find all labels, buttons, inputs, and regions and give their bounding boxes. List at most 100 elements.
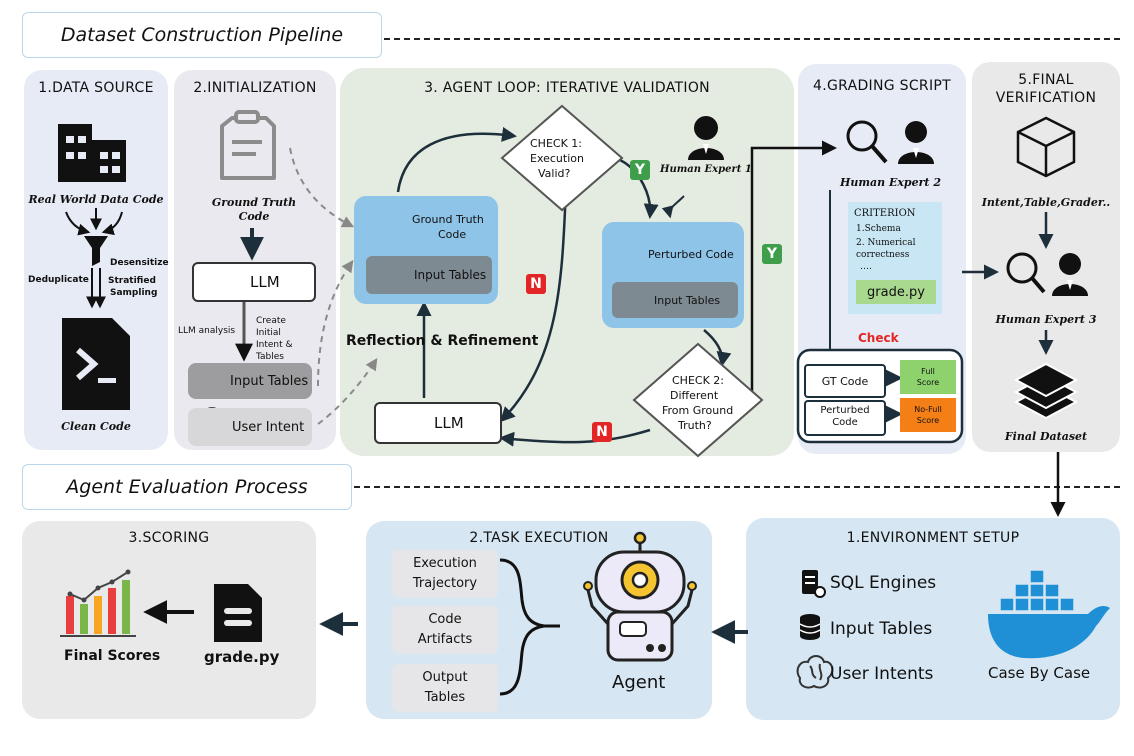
check2-yes-badge: Y [762, 244, 782, 264]
init-llm-box: LLM [192, 262, 316, 302]
building-icon [58, 124, 126, 182]
human-expert-3-icon [1052, 253, 1088, 296]
check2-label-1: CHECK 2: [672, 374, 724, 387]
nofull-score-box: No-Full Score [900, 398, 956, 432]
check1-label-1: CHECK 1: [530, 137, 582, 150]
criterion-numerical-2: correctness [856, 250, 910, 260]
perturbed-input-tables-label: Input Tables [654, 293, 721, 307]
sql-engines-label: SQL Engines [830, 573, 937, 593]
grade-file-icon [214, 584, 262, 642]
final-scores-label: Final Scores [64, 648, 161, 664]
stratified-label-1: Stratified [108, 276, 156, 286]
section-title-construction-text: Dataset Construction Pipeline [60, 24, 344, 46]
section-title-evaluation: Agent Evaluation Process [22, 464, 352, 510]
layers-icon [1013, 362, 1079, 420]
full-score-box: Full Score [900, 360, 956, 394]
loop-gt-code-label-1: Ground Truth [412, 213, 484, 226]
human-expert-2-label: Human Expert 2 [840, 176, 941, 189]
sql-engine-icon [802, 570, 826, 598]
reflection-label: Reflection & Refinement [346, 333, 539, 349]
check-label: Check [858, 331, 899, 345]
human-expert-1-icon [688, 116, 724, 160]
check2-label-3: From Ground [662, 404, 734, 417]
clean-code-label: Clean Code [61, 420, 131, 433]
code-file-icon [62, 318, 130, 410]
full-score-label-2: Score [916, 378, 940, 387]
llm-analysis-label: LLM analysis [178, 326, 236, 336]
docker-icon [988, 569, 1110, 659]
init-input-tables-box: Input Tables [188, 363, 312, 399]
cube-icon [1016, 116, 1076, 178]
perturbed-label-2: Code [832, 417, 858, 428]
output-tables-label-1: Output [422, 670, 468, 685]
real-world-data-code-label: Real World Data Code [28, 193, 164, 206]
loop-llm-label: LLM [434, 414, 464, 432]
loop-llm-box: LLM [374, 402, 502, 444]
create-label-1: Create [256, 316, 286, 326]
check1-no-badge: N [526, 274, 546, 294]
init-gt-code-label-1: Ground Truth [211, 196, 297, 209]
initialization-title: 2.INITIALIZATION [193, 80, 317, 96]
scoring-grade-label: grade.py [204, 648, 280, 666]
grading-title: 4.GRADING SCRIPT [813, 78, 951, 94]
traj-label-2: Trajectory [412, 576, 478, 591]
nofull-score-label-1: No-Full [914, 405, 942, 414]
case-by-case-label: Case By Case [988, 664, 1091, 682]
construction-divider [384, 38, 1120, 40]
gt-code-box: GT Code [804, 364, 886, 398]
magnifier-icon [1006, 252, 1046, 294]
final-verification-title-1: 5.FINAL [1018, 72, 1074, 88]
clipboard-icon [220, 110, 276, 180]
grade-file-chip-label: grade.py [867, 284, 925, 300]
criterion-title: CRITERION [854, 208, 916, 219]
check2-diamond [632, 342, 764, 458]
bar-chart-icon [60, 569, 136, 637]
human-expert-3-label: Human Expert 3 [995, 313, 1097, 326]
intent-table-grader-label: Intent,Table,Grader.. [981, 196, 1111, 209]
desensitize-label: Desensitize [110, 258, 169, 268]
code-artifacts-label-2: Artifacts [417, 632, 473, 647]
init-llm-label: LLM [250, 273, 280, 291]
nofull-score-label-2: Score [916, 416, 940, 425]
create-label-4: Tables [256, 352, 284, 362]
final-dataset-label: Final Dataset [1004, 430, 1088, 443]
gt-code-label: GT Code [821, 374, 869, 388]
check1-label-3: Valid? [538, 167, 571, 180]
init-gt-code-label-2: Code [238, 210, 270, 223]
check2-label-2: Different [670, 389, 719, 402]
criterion-dots: …. [860, 262, 872, 272]
execution-trajectory-box: Execution Trajectory [392, 550, 498, 598]
task-execution-title: 2.TASK EXECUTION [469, 530, 609, 546]
init-user-intent-label: User Intent [232, 419, 305, 435]
check2-no-badge: N [592, 422, 612, 442]
environment-title: 1.ENVIRONMENT SETUP [846, 530, 1020, 546]
loop-gt-code-label-2: Code [438, 228, 467, 241]
loop-input-tables-box: Input Tables [366, 256, 492, 294]
code-artifacts-label-1: Code [428, 612, 462, 627]
loop-input-tables-label: Input Tables [414, 268, 487, 282]
check2-label-4: Truth? [678, 419, 712, 432]
database-icon [799, 614, 821, 640]
user-intents-label: User Intents [830, 664, 934, 684]
perturbed-code-label: Perturbed Code [648, 248, 734, 261]
output-tables-box: Output Tables [392, 664, 498, 712]
final-verification-title-2: VERIFICATION [995, 90, 1097, 106]
magnifier-icon [846, 120, 888, 164]
create-label-3: Intent & [256, 340, 293, 350]
human-expert-2-icon [898, 121, 934, 164]
init-input-tables-label: Input Tables [230, 373, 309, 389]
human-expert-1-label: Human Expert 1 [660, 164, 752, 175]
grade-file-chip: grade.py [856, 280, 936, 304]
perturbed-input-tables-box: Input Tables [612, 282, 738, 318]
deduplicate-label: Deduplicate [28, 275, 89, 285]
full-score-label-1: Full [921, 367, 935, 376]
perturbed-label-1: Perturbed [820, 405, 870, 416]
init-user-intent-box: User Intent [188, 408, 312, 446]
check1-diamond [500, 104, 624, 212]
section-title-evaluation-text: Agent Evaluation Process [66, 476, 308, 498]
section-title-construction: Dataset Construction Pipeline [22, 12, 382, 58]
agent-loop-title: 3. AGENT LOOP: ITERATIVE VALIDATION [424, 80, 710, 96]
evaluation-divider [354, 486, 1120, 488]
check1-label-2: Execution [530, 152, 584, 165]
